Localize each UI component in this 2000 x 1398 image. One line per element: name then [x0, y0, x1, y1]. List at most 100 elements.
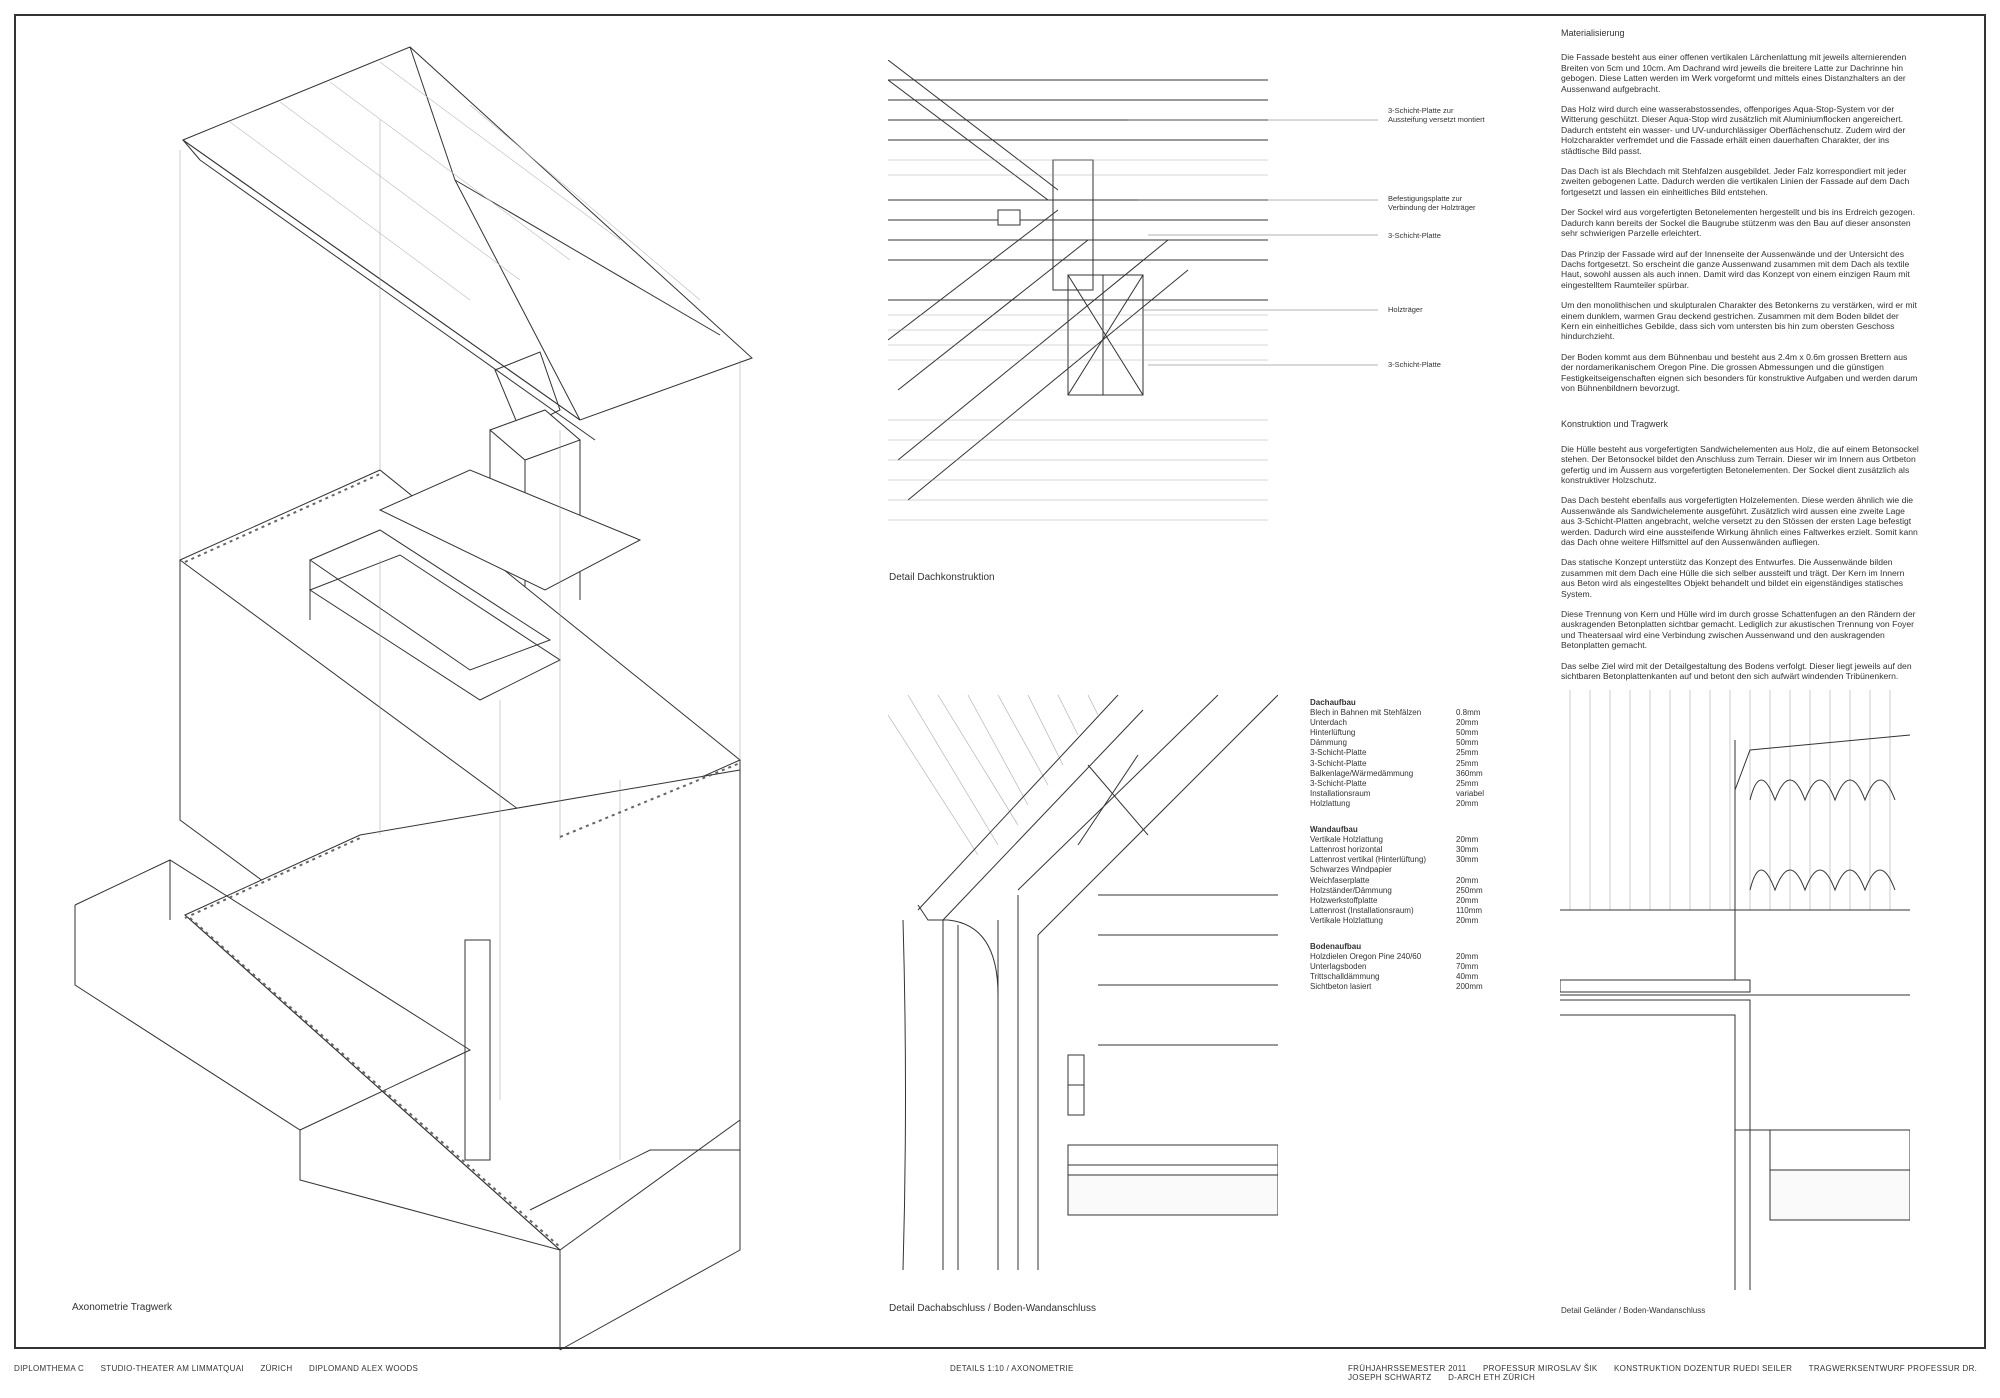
spec-row: Dämmung 50mm — [1310, 738, 1500, 748]
paragraph: Das Dach besteht ebenfalls aus vorgefert… — [1561, 495, 1918, 548]
heading-konstruktion: Konstruktion und Tragwerk — [1561, 419, 1669, 430]
spec-thickness: 25mm — [1456, 758, 1479, 768]
spec-thickness: 110mm — [1456, 905, 1483, 915]
spec-layer: Holzwerkstoffplatte — [1310, 895, 1378, 905]
footer-left: DIPLOMTHEMA C STUDIO-THEATER AM LIMMATQU… — [14, 1364, 432, 1373]
spec-thickness: 20mm — [1456, 952, 1479, 962]
spec-thickness: 360mm — [1456, 768, 1483, 778]
footer-item: KONSTRUKTION DOZENTUR RUEDI SEILER — [1614, 1364, 1793, 1373]
spec-thickness: 20mm — [1456, 915, 1479, 925]
paragraph: Das Holz wird durch eine wasserabstossen… — [1561, 104, 1906, 156]
spec-list: Dachaufbau Blech in Bahnen mit Stehfälze… — [1310, 698, 1500, 1008]
spec-layer: Blech in Bahnen mit Stehfälzen — [1310, 708, 1422, 718]
spec-group-boden: Bodenaufbau Holzdielen Oregon Pine 240/6… — [1310, 942, 1500, 992]
text-column: Materialisierung Die Fassade besteht aus… — [1561, 28, 1919, 692]
spec-thickness: 200mm — [1456, 982, 1483, 992]
heading-materialisierung: Materialisierung — [1561, 28, 1625, 38]
spec-layer: Holzdielen Oregon Pine 240/60 — [1310, 952, 1422, 962]
paragraph: Das Dach ist als Blechdach mit Stehfalze… — [1561, 166, 1910, 197]
spec-row: Unterdach 20mm — [1310, 718, 1500, 728]
paragraph: Diese Trennung von Kern und Hülle wird i… — [1561, 609, 1916, 651]
spec-row: Lattenrost horizontal 30mm — [1310, 845, 1500, 855]
spec-layer: Lattenrost (Installationsraum) — [1310, 905, 1414, 915]
spec-group-dach: Dachaufbau Blech in Bahnen mit Stehfälze… — [1310, 698, 1500, 809]
spec-layer: Installationsraum — [1310, 788, 1371, 798]
spec-row: Trittschalldämmung 40mm — [1310, 972, 1500, 982]
gelaender-drawing — [1560, 690, 1910, 1290]
footer-item: FRÜHJAHRSSEMESTER 2011 — [1348, 1364, 1467, 1373]
spec-layer: Unterlagsboden — [1310, 962, 1367, 972]
footer-item: DIPLOMTHEMA C — [14, 1364, 85, 1373]
footer-item: PROFESSUR MIROSLAV ŠIK — [1483, 1364, 1598, 1373]
spec-layer: Lattenrost vertikal (Hinterlüftung) — [1310, 855, 1427, 865]
caption-gelaender: Detail Geländer / Boden-Wandanschluss — [1561, 1306, 1706, 1315]
spec-title-boden: Bodenaufbau — [1310, 941, 1362, 951]
spec-thickness — [1456, 865, 1500, 875]
spec-layer: Schwarzes Windpapier — [1310, 865, 1392, 875]
spec-row: Holzlattung 20mm — [1310, 799, 1500, 809]
paragraph: Der Sockel wird aus vorgefertigten Beton… — [1561, 207, 1915, 239]
paragraph: Die Fassade besteht aus einer offenen ve… — [1561, 52, 1907, 94]
spec-row: Blech in Bahnen mit Stehfälzen 0.8mm — [1310, 708, 1500, 718]
dachabschluss-drawing — [888, 695, 1278, 1270]
spec-thickness: 70mm — [1456, 962, 1479, 972]
spec-row: Vertikale Holzlattung 20mm — [1310, 916, 1500, 926]
dach-label-4: Holzträger — [1388, 305, 1423, 314]
spec-thickness: 20mm — [1456, 895, 1479, 905]
spec-thickness: 20mm — [1456, 718, 1479, 728]
paragraph: Das selbe Ziel wird mit der Detailgestal… — [1561, 660, 1912, 682]
spec-row: Holzdielen Oregon Pine 240/60 20mm — [1310, 952, 1500, 962]
spec-thickness: 20mm — [1456, 875, 1479, 885]
paragraph: Um den monolithischen und skulpturalen C… — [1561, 300, 1917, 342]
footer-item: ZÜRICH — [260, 1364, 293, 1373]
spec-row: Balkenlage/Wärmedämmung 360mm — [1310, 769, 1500, 779]
spec-row: Lattenrost (Installationsraum) 110mm — [1310, 906, 1500, 916]
spec-layer: Vertikale Holzlattung — [1310, 915, 1383, 925]
dach-detail-drawing — [888, 60, 1378, 521]
spec-thickness: 50mm — [1456, 738, 1479, 748]
footer-right: FRÜHJAHRSSEMESTER 2011 PROFESSUR MIROSLA… — [1348, 1364, 2000, 1382]
spec-layer: Hinterlüftung — [1310, 728, 1356, 738]
caption-dach: Detail Dachkonstruktion — [889, 572, 995, 583]
spec-layer: 3-Schicht-Platte — [1310, 758, 1367, 768]
spec-layer: 3-Schicht-Platte — [1310, 778, 1367, 788]
spec-layer: Dämmung — [1310, 738, 1347, 748]
paragraph: Der Boden kommt aus dem Bühnenbau und be… — [1561, 351, 1918, 393]
paragraph: Die Hülle besteht aus vorgefertigten San… — [1561, 443, 1919, 485]
spec-layer: Unterdach — [1310, 718, 1347, 728]
spec-thickness: 25mm — [1456, 778, 1479, 788]
spec-layer: Balkenlage/Wärmedämmung — [1310, 768, 1414, 778]
spec-layer: Holzlattung — [1310, 798, 1351, 808]
spec-thickness: 40mm — [1456, 972, 1479, 982]
spec-row: Weichfaserplatte 20mm — [1310, 876, 1500, 886]
footer-item: D-ARCH ETH ZÜRICH — [1448, 1373, 1536, 1382]
spec-row: Unterlagsboden 70mm — [1310, 962, 1500, 972]
footer-item: TRAGWERKSENTWURF PROFESSUR DR. JOSEPH SC… — [1348, 1364, 1978, 1382]
spec-layer: Lattenrost horizontal — [1310, 845, 1383, 855]
dach-label-5: 3-Schicht-Platte — [1388, 360, 1441, 369]
spec-layer: Weichfaserplatte — [1310, 875, 1370, 885]
spec-layer: Vertikale Holzlattung — [1310, 835, 1383, 845]
spec-row: Holzständer/Dämmung 250mm — [1310, 886, 1500, 896]
spec-row: Schwarzes Windpapier — [1310, 865, 1500, 875]
spec-thickness: 20mm — [1456, 835, 1479, 845]
spec-thickness: 30mm — [1456, 845, 1479, 855]
spec-thickness: 0.8mm — [1456, 708, 1481, 718]
spec-layer: Trittschalldämmung — [1310, 972, 1380, 982]
spec-title-wand: Wandaufbau — [1310, 825, 1358, 835]
spec-layer: Holzständer/Dämmung — [1310, 885, 1392, 895]
spec-row: 3-Schicht-Platte 25mm — [1310, 759, 1500, 769]
spec-thickness: 25mm — [1456, 748, 1479, 758]
footer-item: DIPLOMAND ALEX WOODS — [309, 1364, 419, 1373]
paragraph: Das statische Konzept unterstütz das Kon… — [1561, 557, 1905, 599]
spec-thickness: 20mm — [1456, 798, 1479, 808]
paragraph: Das Prinzip der Fassade wird auf der Inn… — [1561, 248, 1910, 290]
caption-dachabschluss: Detail Dachabschluss / Boden-Wandanschlu… — [889, 1303, 1096, 1314]
caption-axonometrie: Axonometrie Tragwerk — [72, 1302, 173, 1313]
spec-thickness: 250mm — [1456, 885, 1483, 895]
spec-layer: Sichtbeton lasiert — [1310, 982, 1372, 992]
